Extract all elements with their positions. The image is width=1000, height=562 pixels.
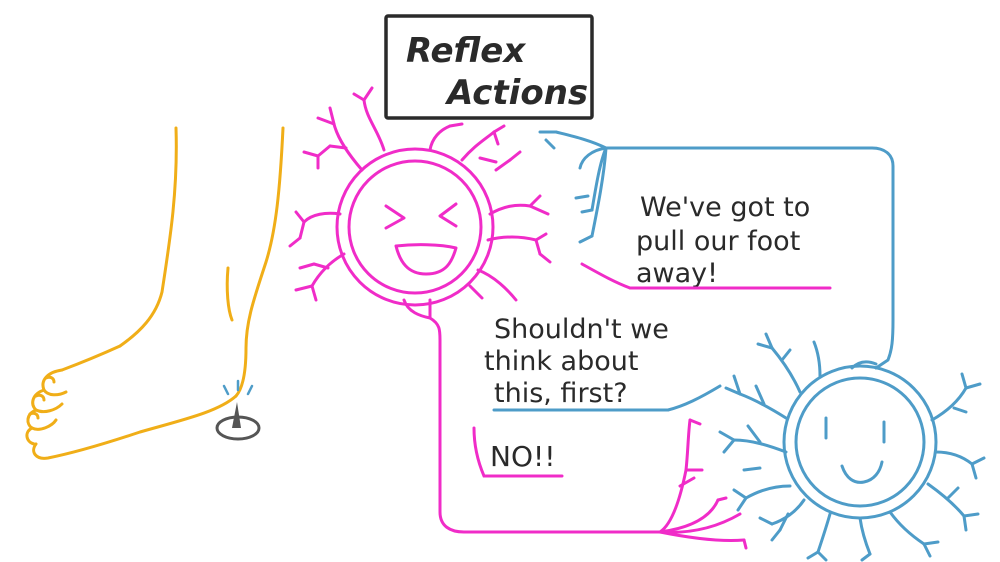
relay-speech-line2: think about (484, 346, 638, 377)
reply-underline (472, 426, 564, 478)
sensory-speech-line3: away! (636, 258, 718, 289)
reply-text: NO!! (490, 440, 555, 473)
sensory-neuron (288, 86, 748, 550)
sensory-speech-line2: pull our foot (636, 226, 800, 257)
title-line1: Reflex (406, 31, 526, 71)
relay-neuron (538, 130, 986, 562)
relay-speech-line3: this, first? (494, 378, 628, 409)
foot-outline-icon (25, 126, 285, 460)
reply-speech: NO!! (472, 426, 564, 478)
calm-neuron-face-icon (824, 416, 886, 484)
relay-speech: Shouldn't we think about this, first? (484, 314, 670, 412)
title-line2: Actions (444, 73, 588, 113)
title-box: Reflex Actions (384, 14, 594, 120)
angry-neuron-face-icon (384, 202, 458, 276)
relay-speech-line1: Shouldn't we (494, 314, 669, 345)
pin-tack-icon (215, 379, 261, 441)
sensory-speech-line1: We've got to (640, 192, 810, 223)
sensory-speech: We've got to pull our foot away! (628, 192, 832, 290)
